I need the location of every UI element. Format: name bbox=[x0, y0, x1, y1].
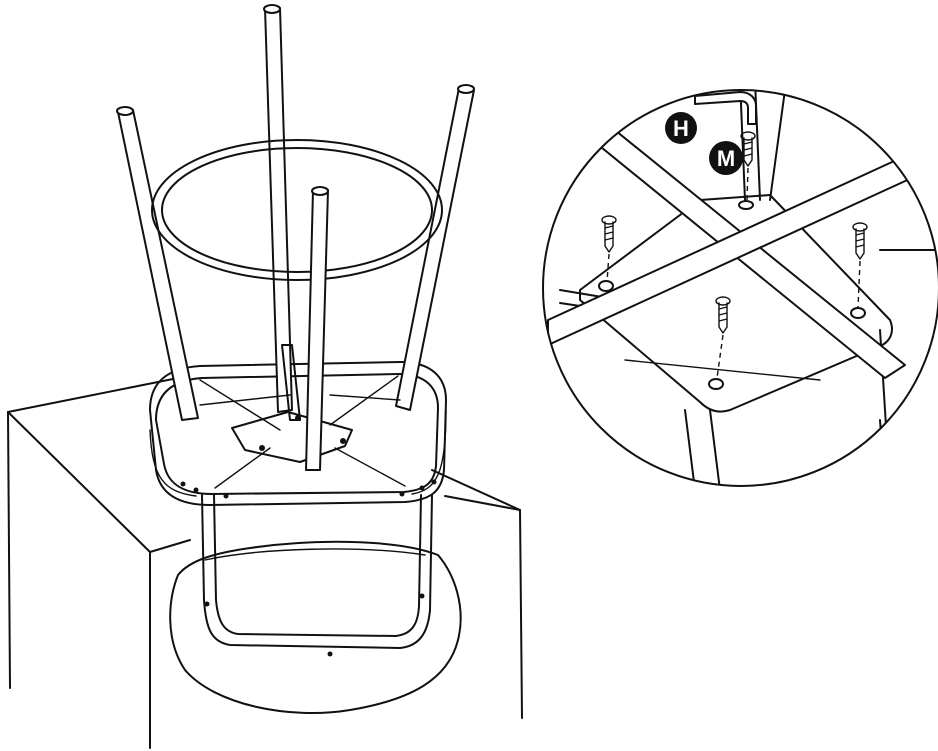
detail-view: H M bbox=[542, 89, 938, 487]
allen-key-icon bbox=[694, 91, 757, 125]
part-badge-h: H bbox=[665, 112, 697, 144]
part-label-m: M bbox=[717, 146, 735, 171]
screw-top bbox=[740, 131, 756, 201]
seat-ring bbox=[149, 361, 447, 506]
screw-front bbox=[715, 296, 731, 379]
support-box bbox=[7, 377, 523, 749]
screw-right bbox=[852, 222, 868, 309]
part-badge-m: M bbox=[709, 141, 743, 175]
seat-cushion bbox=[169, 540, 462, 715]
stool-legs bbox=[116, 4, 475, 471]
screw-left bbox=[601, 215, 617, 283]
backrest-frame bbox=[201, 494, 433, 657]
part-label-h: H bbox=[673, 116, 689, 141]
